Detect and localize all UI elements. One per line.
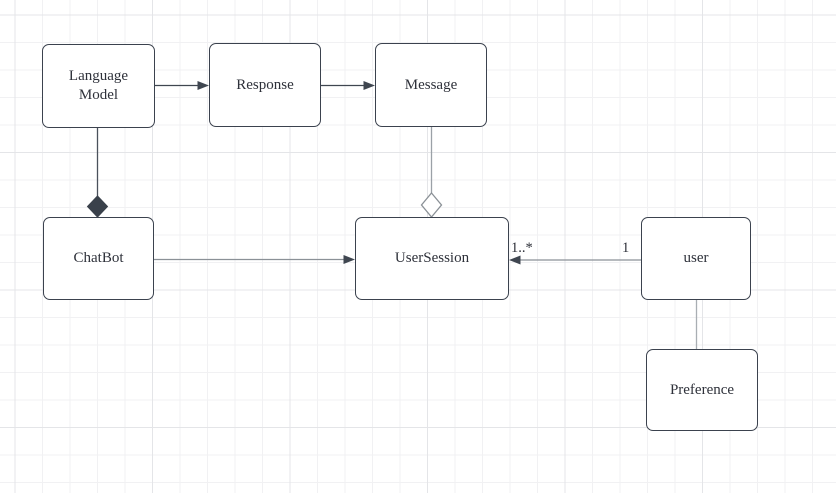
node-label: Preference [669, 381, 735, 398]
edge-multiplicity-label-target[interactable]: 1..* [511, 240, 533, 256]
edge-language-model-to-response[interactable] [155, 81, 209, 90]
node-label: Response [236, 76, 294, 93]
edge-user-to-usersession[interactable] [509, 255, 641, 265]
edge-chatbot-to-usersession[interactable] [154, 255, 355, 264]
node-user[interactable]: user [641, 217, 751, 300]
node-preference[interactable]: Preference [646, 349, 758, 431]
edge-language-model-to-chatbot-composition[interactable] [86, 128, 109, 218]
node-message[interactable]: Message [375, 43, 487, 127]
node-label: Language Model [68, 68, 129, 103]
node-chatbot[interactable]: ChatBot [43, 217, 154, 300]
node-label: UserSession [394, 250, 470, 267]
node-label: Message [404, 76, 458, 93]
node-label: ChatBot [73, 250, 124, 267]
node-language-model[interactable]: Language Model [42, 44, 155, 128]
node-label: user [683, 250, 709, 267]
edge-multiplicity-label-source[interactable]: 1 [622, 240, 630, 256]
edge-message-to-usersession-aggregation[interactable] [420, 127, 443, 219]
edge-response-to-message[interactable] [321, 81, 375, 90]
node-usersession[interactable]: UserSession [355, 217, 509, 300]
node-response[interactable]: Response [209, 43, 321, 127]
